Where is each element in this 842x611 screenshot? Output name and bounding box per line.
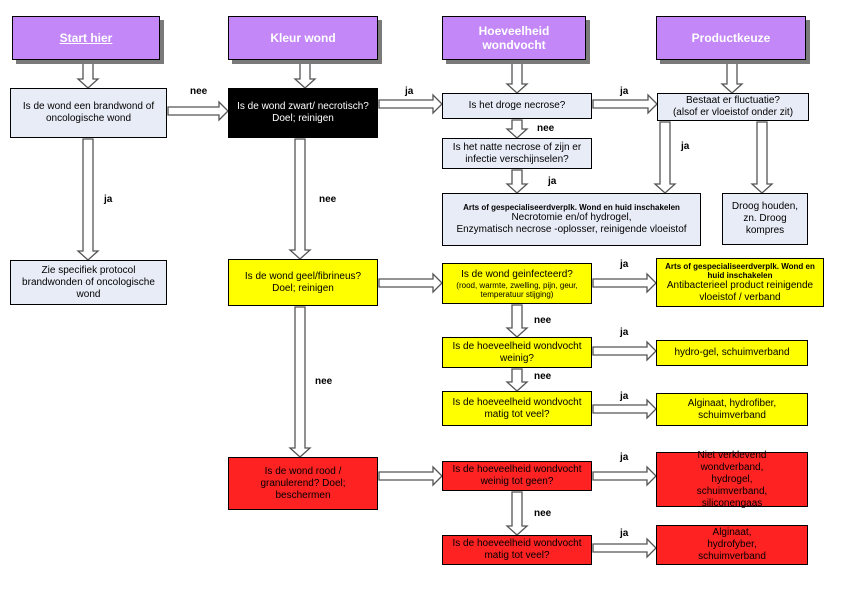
question-geel-fibrineus: Is de wond geel/fibrineus? Doel; reinige… bbox=[228, 259, 378, 306]
question-zwart-doel: Doel; reinigen bbox=[272, 113, 334, 124]
arrow-fluctuatie-to-droog bbox=[750, 121, 774, 194]
arrow-kleur-down bbox=[293, 61, 317, 89]
header-hoeveelheid-wondvocht: Hoeveelheid wondvocht bbox=[442, 16, 586, 60]
header-start-hier: Start hier bbox=[12, 16, 160, 60]
label-ja-zwart-droge: ja bbox=[405, 86, 414, 97]
label-ja-brandwond-protocol: ja bbox=[104, 194, 113, 205]
advice-arts-necrose-line2: Enzymatisch necrose -oplosser, reinigend… bbox=[456, 224, 687, 235]
label-ja-infect-arts: ja bbox=[620, 259, 629, 270]
product-alginaat-hydrofiber: Alginaat, hydrofiber, schuimverband bbox=[656, 393, 808, 426]
header-productkeuze-text: Productkeuze bbox=[691, 31, 771, 45]
label-ja-natte-arts: ja bbox=[548, 176, 557, 187]
question-geinfecteerd: Is de wond geinfecteerd? (rood, warmte, … bbox=[442, 263, 592, 304]
question-weinig-wondvocht: Is de hoeveelheid wondvocht weinig? bbox=[442, 337, 592, 368]
header-kleur-wond: Kleur wond bbox=[228, 16, 378, 60]
advice-arts-necrose-line1: Necrotomie en/of hydrogel, bbox=[511, 212, 632, 223]
arrow-matig-rood-to-alginaat bbox=[592, 537, 657, 559]
question-weinig-tot-geen: Is de hoeveelheid wondvocht weinig tot g… bbox=[442, 461, 592, 491]
question-geinfecteerd-text: Is de wond geinfecteerd? bbox=[461, 268, 573, 280]
header-hoeveelheid-text: Hoeveelheid wondvocht bbox=[478, 24, 550, 52]
question-matig-rood-text: Is de hoeveelheid wondvocht matig tot ve… bbox=[452, 538, 582, 561]
product-alginaat-hydrofyber: Alginaat, hydrofyber, schuimverband bbox=[656, 525, 808, 565]
arrow-hoeveelheid-down bbox=[505, 61, 529, 94]
product-hydrogel: hydro-gel, schuimverband bbox=[656, 340, 808, 366]
arrow-droge-to-natte bbox=[505, 119, 529, 139]
arrow-brandwond-to-protocol bbox=[76, 138, 100, 261]
question-brandwond-text: Is de wond een brandwond of oncologische… bbox=[22, 101, 155, 124]
label-nee-weinig-geen-matig: nee bbox=[534, 508, 552, 519]
arrow-rood-to-weinig-geen bbox=[378, 465, 443, 487]
arrow-infect-to-arts bbox=[592, 272, 657, 294]
question-matig-geel-text: Is de hoeveelheid wondvocht matig tot ve… bbox=[452, 396, 582, 420]
arrow-natte-to-arts bbox=[505, 169, 529, 194]
arrow-weinig-to-matig bbox=[505, 368, 529, 392]
arrow-infect-to-weinig bbox=[505, 304, 529, 338]
question-fluctuatie: Bestaat er fluctuatie? (alsof er vloeist… bbox=[657, 93, 809, 121]
label-ja-weinig-hydrogel: ja bbox=[620, 327, 629, 338]
arrow-weinig-geen-to-matig bbox=[505, 491, 529, 536]
question-brandwond: Is de wond een brandwond of oncologische… bbox=[10, 88, 167, 138]
header-productkeuze: Productkeuze bbox=[656, 16, 806, 60]
label-ja-fluctuatie-arts: ja bbox=[681, 141, 690, 152]
question-droge-necrose: Is het droge necrose? bbox=[442, 93, 592, 119]
question-rood-granulerend: Is de wond rood / granulerend? Doel; bes… bbox=[228, 457, 378, 510]
arrow-fluctuatie-to-arts bbox=[653, 121, 677, 194]
arrow-brandwond-to-zwart bbox=[167, 100, 229, 122]
question-matig-wondvocht-geel: Is de hoeveelheid wondvocht matig tot ve… bbox=[442, 391, 592, 426]
advice-arts-necrose: Arts of gespecialiseerdverplk. Wond en h… bbox=[442, 193, 701, 246]
label-nee-brandwond-zwart: nee bbox=[190, 86, 208, 97]
label-nee-zwart-geel: nee bbox=[319, 194, 337, 205]
question-natte-text: Is het natte necrose of zijn er infectie… bbox=[452, 141, 582, 165]
arrow-zwart-to-geel bbox=[288, 138, 312, 260]
header-kleur-wond-text: Kleur wond bbox=[270, 31, 336, 45]
label-nee-infect-weinig: nee bbox=[534, 315, 552, 326]
product-niet-verklevend-text: Niet verklevend wondverband, hydrogel, s… bbox=[696, 449, 768, 509]
arrow-zwart-to-droge bbox=[378, 93, 443, 115]
arrow-matig-to-alginaat bbox=[592, 398, 657, 420]
question-zwart-text: Is de wond zwart/ necrotisch? bbox=[237, 101, 369, 112]
product-hydrogel-text: hydro-gel, schuimverband bbox=[674, 347, 790, 358]
question-droge-text: Is het droge necrose? bbox=[468, 100, 566, 111]
arrow-droge-to-fluctuatie bbox=[592, 93, 658, 115]
advice-arts-antibacterieel: Arts of gespecialiseerdverplk. Wond en h… bbox=[656, 258, 824, 307]
question-fluctuatie-sub: (alsof er vloeistof onder zit) bbox=[672, 107, 794, 118]
advice-arts-antibacterieel-title: Arts of gespecialiseerdverplk. Wond en h… bbox=[665, 261, 815, 280]
question-rood-text: Is de wond rood / granulerend? Doel; bes… bbox=[260, 465, 346, 501]
arrow-weinig-geen-to-nietverklevend bbox=[592, 465, 657, 487]
product-alginaat-hydrofiber-text: Alginaat, hydrofiber, schuimverband bbox=[687, 397, 777, 421]
protocol-brandwonden-text: Zie specifiek protocol brandwonden of on… bbox=[22, 264, 155, 300]
question-geel-doel: Doel; reinigen bbox=[272, 282, 334, 294]
question-zwart-necrotisch: Is de wond zwart/ necrotisch? Doel; rein… bbox=[228, 88, 378, 138]
header-start-hier-text: Start hier bbox=[59, 31, 113, 45]
label-ja-droge-fluctuatie: ja bbox=[620, 86, 629, 97]
product-alginaat-hydrofyber-text: Alginaat, hydrofyber, schuimverband bbox=[698, 527, 766, 562]
label-nee-weinig-matig: nee bbox=[534, 371, 552, 382]
protocol-brandwonden: Zie specifiek protocol brandwonden of on… bbox=[10, 260, 167, 305]
label-nee-droge-natte: nee bbox=[537, 123, 555, 134]
question-weinig-text: Is de hoeveelheid wondvocht weinig? bbox=[452, 340, 582, 364]
product-niet-verklevend: Niet verklevend wondverband, hydrogel, s… bbox=[656, 449, 808, 509]
advice-arts-antibacterieel-line: Antibacterieel product reinigende vloeis… bbox=[666, 279, 814, 303]
label-ja-matig-rood-alginaat: ja bbox=[620, 528, 629, 539]
question-geel-text: Is de wond geel/fibrineus? bbox=[244, 270, 362, 282]
arrow-geel-to-infect bbox=[378, 272, 443, 294]
arrow-product-down bbox=[720, 61, 744, 94]
arrow-weinig-to-hydrogel bbox=[592, 340, 657, 362]
label-ja-matig-alginaat: ja bbox=[620, 391, 629, 402]
product-droog-houden-text: Droog houden, zn. Droog kompres bbox=[731, 201, 799, 236]
label-ja-weinig-geen-nietverklevend: ja bbox=[620, 452, 629, 463]
product-droog-houden: Droog houden, zn. Droog kompres bbox=[722, 193, 808, 245]
advice-arts-necrose-title: Arts of gespecialiseerdverplk. Wond en h… bbox=[463, 203, 680, 212]
arrow-start-down bbox=[76, 61, 100, 89]
question-natte-necrose: Is het natte necrose of zijn er infectie… bbox=[442, 138, 592, 169]
arrow-geel-to-rood bbox=[288, 306, 312, 458]
question-fluctuatie-text: Bestaat er fluctuatie? bbox=[686, 95, 780, 106]
question-matig-wondvocht-rood: Is de hoeveelheid wondvocht matig tot ve… bbox=[442, 535, 592, 565]
label-nee-geel-rood: nee bbox=[315, 376, 333, 387]
question-weinig-tot-geen-text: Is de hoeveelheid wondvocht weinig tot g… bbox=[452, 464, 582, 487]
question-geinfecteerd-sub: (rood, warmte, zwelling, pijn, geur, tem… bbox=[456, 280, 578, 299]
